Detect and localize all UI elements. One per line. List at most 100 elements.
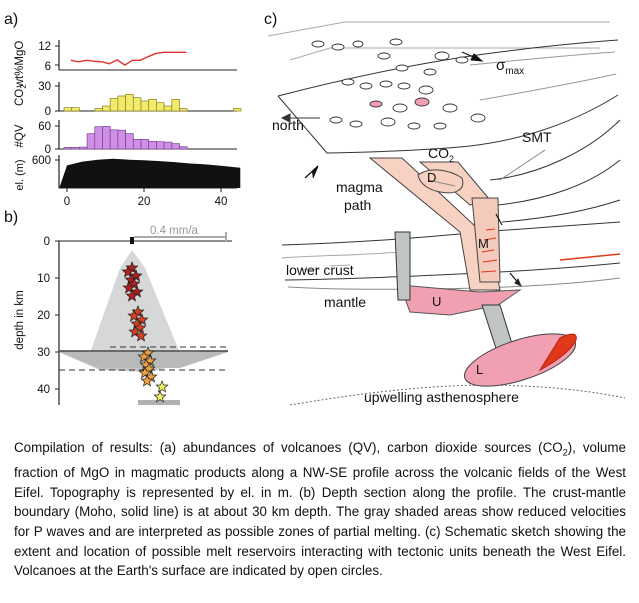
co2-bar-15 xyxy=(179,108,188,112)
volcano-circle-4 xyxy=(389,38,403,46)
volcano-circle-20 xyxy=(380,117,396,127)
volcano-circle-23 xyxy=(470,113,486,123)
co2-tick-30: 30 xyxy=(38,81,51,93)
depth-tick-0: 0 xyxy=(44,236,50,248)
qv-ylabel: #QV xyxy=(14,124,26,147)
qv-bar-11 xyxy=(148,140,157,150)
qv-bar-15 xyxy=(179,146,188,150)
qv-bar-4 xyxy=(94,126,103,150)
qv-bar-2 xyxy=(79,146,88,150)
co2-bar-0 xyxy=(63,107,73,112)
co2-bar-12 xyxy=(156,102,165,112)
x-tick-40: 40 xyxy=(215,196,228,208)
panel-a-label: a) xyxy=(4,11,18,28)
caption-subscript: 2 xyxy=(562,447,568,458)
mantle-label: mantle xyxy=(324,294,366,310)
star-2-5 xyxy=(138,366,152,379)
qv-bar-10 xyxy=(140,139,150,150)
qv-tick-60: 60 xyxy=(38,121,51,133)
path-label: path xyxy=(344,197,371,213)
x-tick-20: 20 xyxy=(138,196,151,208)
co2-bar-5 xyxy=(102,105,111,112)
surface-lower-edge xyxy=(326,94,619,154)
volcano-circle-6 xyxy=(423,68,437,76)
reservoir-d xyxy=(417,169,464,194)
earthquake-stars xyxy=(121,261,169,403)
d-label: D xyxy=(427,170,436,185)
qv-bar-6 xyxy=(109,129,119,150)
sigma-max-label: σmax xyxy=(496,57,524,77)
panel-b-label: b) xyxy=(4,209,18,226)
volcano-circle-11 xyxy=(379,80,393,88)
co2-bar-6 xyxy=(109,98,119,112)
magma-label: magma xyxy=(336,179,383,195)
rate-label: 0.4 mm/a xyxy=(150,225,199,237)
elev-ylabel: el. (m) xyxy=(14,159,26,190)
panel-c-label: c) xyxy=(264,11,277,28)
star-0-7 xyxy=(125,289,139,302)
magma-path xyxy=(368,157,501,291)
north-label: north xyxy=(272,117,304,133)
co2-bar-13 xyxy=(163,105,173,112)
surface-upper-edge xyxy=(277,39,619,97)
x-tick-0: 0 xyxy=(64,196,70,208)
volcano-circle-13 xyxy=(418,85,434,95)
mgo-panel: 12 6 wt%MgO xyxy=(14,40,237,88)
volcano-circle-15 xyxy=(392,103,408,113)
qv-panel: 60 0 #QV xyxy=(14,120,237,156)
depth-ylabel: depth in km xyxy=(14,290,26,349)
elevation-profile xyxy=(59,158,241,188)
elev-tick-600: 600 xyxy=(32,155,51,167)
volcano-circle-0 xyxy=(311,40,325,48)
volcano-circle-7 xyxy=(434,51,450,61)
co2-bar-1 xyxy=(71,107,80,112)
qv-bar-9 xyxy=(132,139,142,150)
qv-bar-14 xyxy=(171,143,180,150)
qv-bars xyxy=(63,126,188,150)
mgo-tick-12: 12 xyxy=(38,41,51,53)
volcano-circle-14 xyxy=(369,100,383,108)
asthenosphere-boundary xyxy=(289,384,626,406)
star-0-1 xyxy=(121,265,135,278)
volcano-circles xyxy=(311,38,486,130)
co2-ylabel: CO2 xyxy=(14,84,28,106)
co2-bar-8 xyxy=(125,93,134,112)
volcano-circle-9 xyxy=(341,78,355,86)
volcano-circle-21 xyxy=(407,122,421,130)
star-2-7 xyxy=(140,374,154,387)
reservoir-l xyxy=(463,333,577,387)
volcano-circle-16 xyxy=(414,97,430,107)
co2-bar-9 xyxy=(132,97,142,112)
co2-label: CO2 xyxy=(428,145,454,164)
star-2-1 xyxy=(137,350,151,363)
caption-part-1: Compilation of results: (a) abundances o… xyxy=(14,440,563,455)
depth-tick-40: 40 xyxy=(37,384,50,396)
co2-panel: 30 0 CO2 xyxy=(14,81,242,118)
qv-bar-0 xyxy=(63,147,73,150)
co2-bars xyxy=(63,93,242,112)
m-label: M xyxy=(478,236,489,251)
star-3-1 xyxy=(153,390,167,403)
qv-bar-3 xyxy=(86,133,96,150)
volcano-circle-12 xyxy=(397,82,411,90)
co2-tick-0: 0 xyxy=(45,106,51,118)
volcano-circle-22 xyxy=(433,122,447,130)
volcano-circle-18 xyxy=(329,116,343,124)
volcano-circle-17 xyxy=(442,103,458,113)
qv-bar-12 xyxy=(156,141,165,150)
depth-tick-30: 30 xyxy=(37,347,50,359)
l-label: L xyxy=(476,362,483,377)
star-1-5 xyxy=(128,325,142,338)
star-1-6 xyxy=(134,329,148,342)
star-1-1 xyxy=(127,309,141,322)
co2-bar-14 xyxy=(171,98,180,112)
mgo-ylabel: wt%MgO xyxy=(14,41,26,89)
volcano-circle-8 xyxy=(455,56,469,64)
volcano-circle-3 xyxy=(377,52,391,60)
elevation-panel: 600 el. (m) 0 20 40 xyxy=(14,155,241,208)
figure-caption: Compilation of results: (a) abundances o… xyxy=(14,438,626,581)
asthenosphere-label: upwelling asthenosphere xyxy=(364,389,519,405)
co2-bar-22 xyxy=(233,108,242,112)
depth-tick-10: 10 xyxy=(37,273,50,285)
qv-bar-8 xyxy=(125,133,134,150)
